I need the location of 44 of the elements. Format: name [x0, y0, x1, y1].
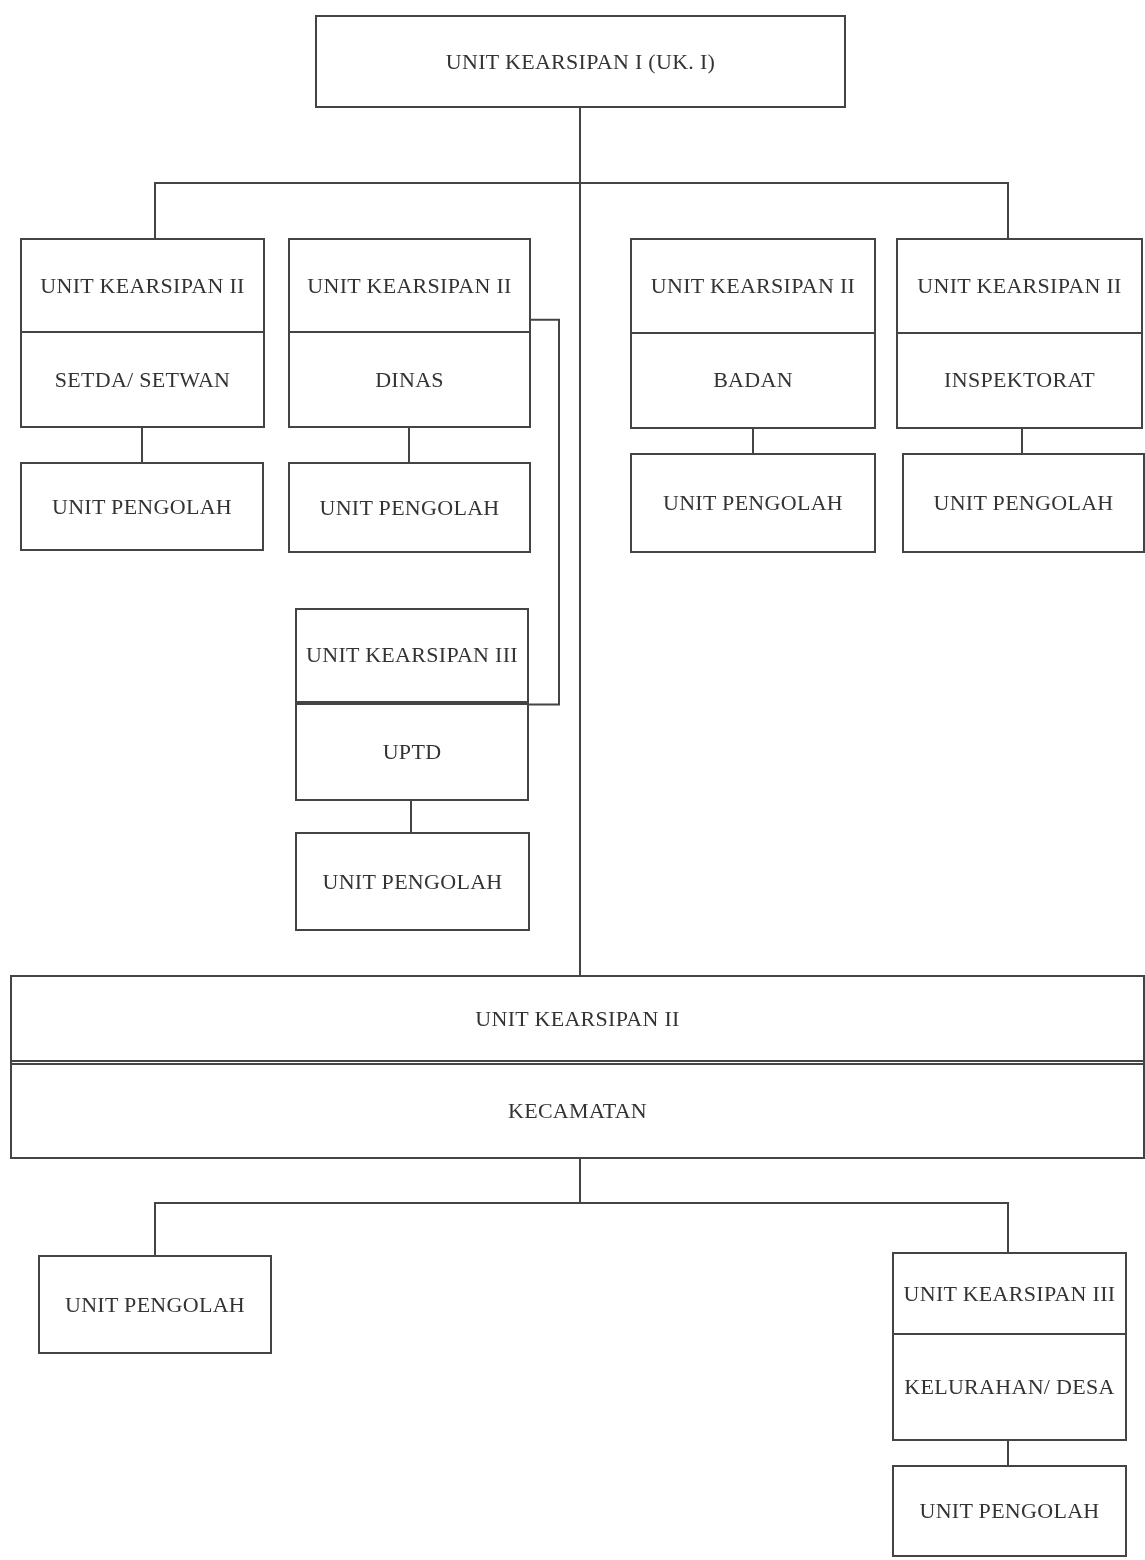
org-box — [896, 238, 1143, 429]
unit-name: KECAMATAN — [507, 1097, 648, 1126]
connector-line — [1021, 428, 1023, 454]
org-box — [295, 608, 529, 801]
unit-name: SETDA/ SETWAN — [54, 365, 231, 394]
connector-line — [141, 427, 143, 463]
unit-name: UNIT PENGOLAH — [662, 489, 844, 517]
unit-name: UNIT PENGOLAH — [919, 1497, 1100, 1525]
unit-name: BADAN — [713, 366, 793, 395]
org-box — [630, 453, 876, 553]
unit-name: UNIT PENGOLAH — [64, 1290, 246, 1319]
org-box — [315, 15, 846, 108]
org-box — [20, 462, 264, 551]
unit-name: KELURAHAN/ DESA — [904, 1373, 1115, 1402]
unit-level-label: UNIT KEARSIPAN II — [917, 271, 1122, 300]
unit-level-label: UNIT KEARSIPAN II — [307, 271, 512, 300]
connector-line — [410, 800, 412, 833]
connector-line — [528, 318, 560, 706]
org-box — [892, 1252, 1127, 1441]
org-box — [38, 1255, 272, 1354]
unit-name: UNIT PENGOLAH — [319, 493, 500, 522]
unit-name: UNIT PENGOLAH — [933, 489, 1114, 517]
org-box — [288, 238, 531, 428]
unit-level-label: UNIT KEARSIPAN II — [650, 271, 856, 300]
unit-name: UNIT PENGOLAH — [51, 492, 233, 521]
org-box — [630, 238, 876, 429]
org-box — [288, 462, 531, 553]
unit-level-label: UNIT KEARSIPAN III — [306, 641, 518, 670]
org-box — [295, 832, 530, 931]
unit-name: UPTD — [382, 737, 442, 766]
org-box — [10, 975, 1145, 1159]
unit-level-label: UNIT KEARSIPAN III — [903, 1279, 1116, 1308]
unit-level-label: UNIT KEARSIPAN II — [40, 271, 245, 300]
org-box — [892, 1465, 1127, 1557]
org-box — [20, 238, 265, 428]
connector-line — [1007, 1440, 1009, 1466]
unit-name: UNIT KEARSIPAN I (UK. I) — [445, 47, 716, 76]
unit-level-label: UNIT KEARSIPAN II — [475, 1004, 680, 1033]
connector-line — [752, 428, 754, 454]
connector-line — [408, 427, 410, 463]
org-box — [902, 453, 1145, 553]
unit-name: INSPEKTORAT — [944, 366, 1095, 395]
unit-name: UNIT PENGOLAH — [322, 867, 503, 896]
unit-name: DINAS — [375, 365, 444, 394]
